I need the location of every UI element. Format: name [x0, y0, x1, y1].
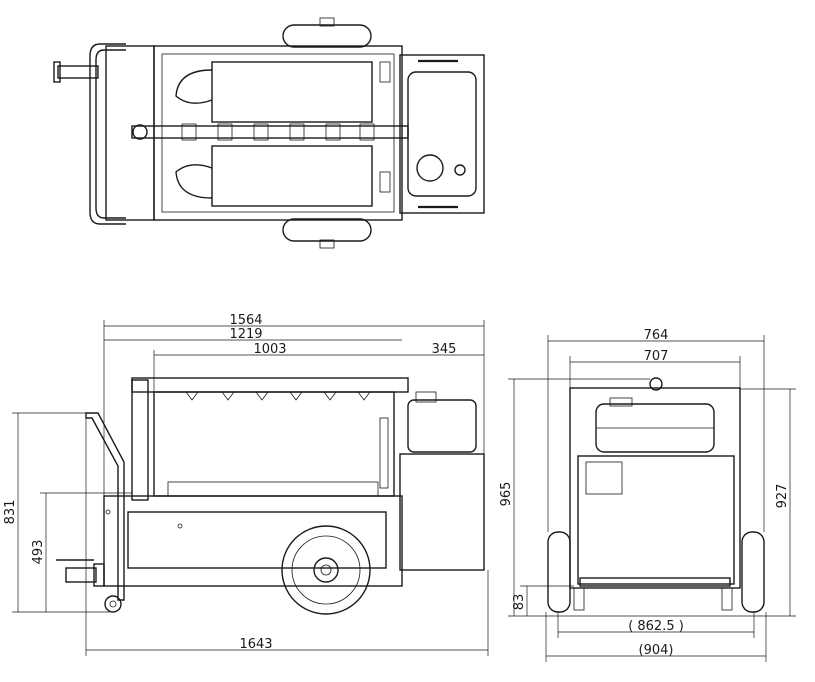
- front-caster-left: [573, 587, 585, 611]
- top-nozzle-4: [289, 123, 305, 141]
- top-tank-upper-spout: [175, 69, 213, 104]
- top-wheel-lower: [282, 218, 372, 242]
- dim-345: 345: [432, 342, 457, 357]
- front-caster-right: [721, 587, 733, 611]
- dim-1643: 1643: [239, 637, 272, 652]
- side-post: [379, 417, 389, 489]
- side-box: [399, 453, 485, 571]
- front-fill-cap: [609, 397, 633, 407]
- dim-83: 83: [512, 594, 527, 611]
- dim-1003: 1003: [253, 342, 286, 357]
- side-wheel-axle: [320, 564, 332, 576]
- front-panel: [585, 461, 623, 495]
- front-view: 764 707 965 927 83 ( 862.5 ) (904): [499, 328, 796, 662]
- side-bolt-2: [177, 523, 183, 529]
- side-view: 1564 1219 1003 345 1643 831 493: [3, 313, 489, 656]
- top-tank-lower: [211, 145, 373, 207]
- dim-1219: 1219: [229, 327, 262, 342]
- side-body-panel: [127, 511, 387, 569]
- top-wheel-upper-hub: [319, 17, 335, 27]
- dim-8625: ( 862.5 ): [628, 619, 684, 634]
- side-spray-bar: [131, 377, 409, 393]
- side-nozzle-1: [185, 391, 199, 401]
- front-body: [577, 455, 735, 585]
- dim-831: 831: [3, 500, 18, 525]
- top-nozzle-6: [359, 123, 375, 141]
- top-wheel-lower-hub: [319, 239, 335, 249]
- top-post-upper: [379, 61, 391, 83]
- top-tank-lower-spout: [175, 164, 213, 199]
- top-fill-cap: [416, 154, 444, 182]
- side-nozzle-4: [289, 391, 303, 401]
- dim-493: 493: [31, 540, 46, 565]
- dim-965: 965: [499, 482, 514, 507]
- top-handle: [89, 43, 126, 225]
- top-view: [53, 17, 485, 249]
- side-nozzle-5: [323, 391, 337, 401]
- side-fill-cap: [415, 391, 437, 403]
- side-chassis: [103, 495, 403, 587]
- side-nozzle-6: [357, 391, 371, 401]
- side-nozzle-2: [221, 391, 235, 401]
- top-valve-end: [53, 61, 61, 83]
- top-spray-bar-end: [132, 124, 148, 140]
- side-water-tank: [407, 399, 477, 453]
- dim-764: 764: [644, 328, 669, 343]
- front-wheel-right: [741, 531, 765, 613]
- dim-1564: 1564: [229, 313, 262, 328]
- side-bolt: [105, 509, 111, 515]
- side-wheel-hub: [313, 557, 339, 583]
- side-caster: [104, 595, 122, 613]
- top-tank-upper: [211, 61, 373, 123]
- side-nozzle-3: [255, 391, 269, 401]
- top-vent: [454, 164, 466, 176]
- side-valve: [65, 567, 97, 583]
- side-tank-base: [167, 481, 379, 497]
- top-frame: [153, 45, 403, 221]
- side-caster-hub: [109, 600, 117, 608]
- top-water-tank: [407, 71, 477, 197]
- top-nozzle-3: [253, 123, 269, 141]
- top-handle-inner: [95, 49, 126, 219]
- top-nozzle-2: [217, 123, 233, 141]
- top-spray-bar: [131, 125, 409, 139]
- top-nozzle-5: [325, 123, 341, 141]
- top-post-lower: [379, 171, 391, 193]
- dim-707: 707: [644, 349, 669, 364]
- dim-904: (904): [639, 643, 674, 658]
- top-wheel-upper: [282, 24, 372, 48]
- top-frame-inner: [161, 53, 395, 213]
- top-nozzle-1: [181, 123, 197, 141]
- side-wheel: [281, 525, 371, 615]
- side-pipe: [131, 379, 149, 501]
- top-valve: [57, 65, 99, 79]
- front-frame: [569, 387, 741, 589]
- dim-927: 927: [775, 484, 790, 509]
- side-upper-frame: [153, 391, 395, 497]
- front-top-nozzle: [649, 377, 663, 391]
- front-spray-bar: [579, 577, 731, 587]
- top-water-box: [399, 54, 485, 214]
- front-wheel-left: [547, 531, 571, 613]
- side-handle: [85, 412, 125, 601]
- side-wheel-rim: [291, 535, 361, 605]
